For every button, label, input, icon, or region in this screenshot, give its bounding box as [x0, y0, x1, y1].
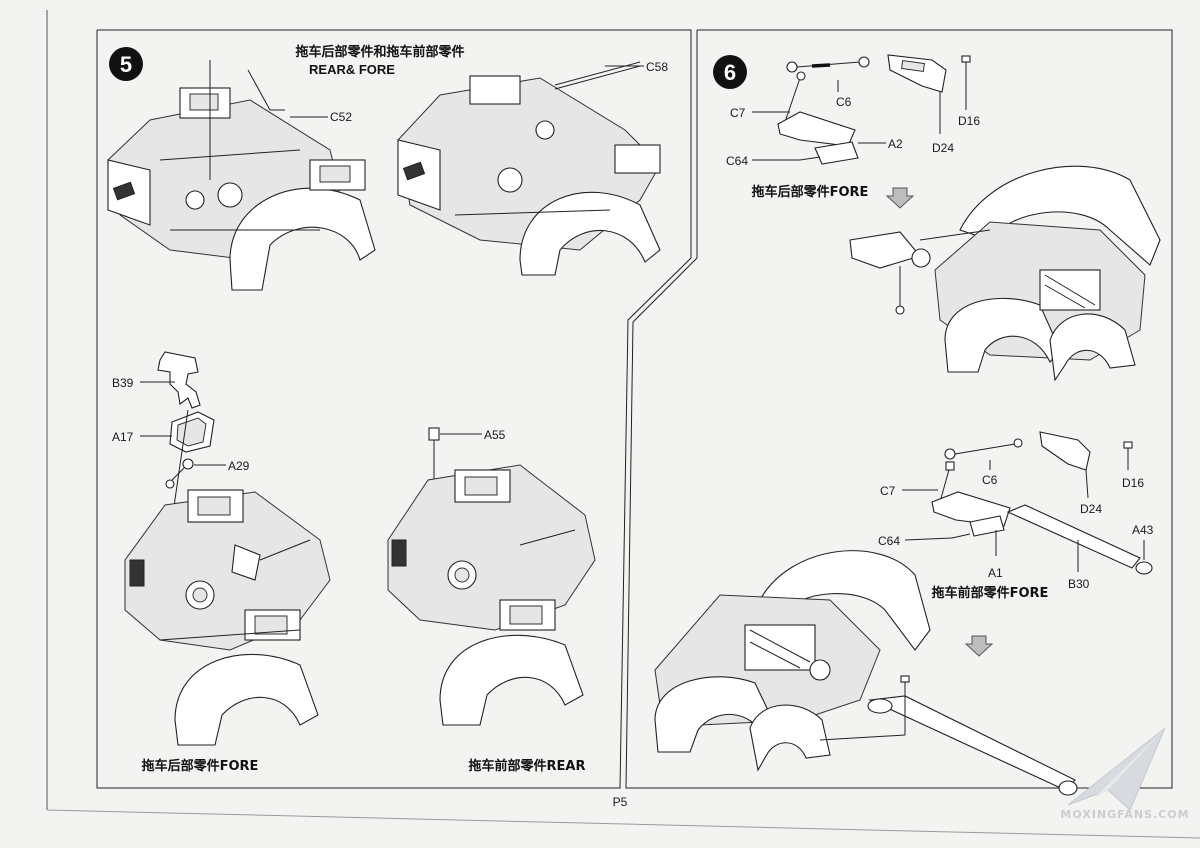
step6-panel-border	[625, 29, 1173, 789]
part-label-a1-bottom: A1	[988, 566, 1003, 580]
step6-caption-top: 拖车后部零件FORE	[752, 184, 869, 200]
part-label-d16-bottom: D16	[1122, 476, 1144, 490]
step5-title-cn: 拖车后部零件和拖车前部零件	[295, 44, 464, 60]
part-a17-drawing	[169, 411, 215, 453]
part-label-c7-bottom: C7	[880, 484, 896, 498]
watermark-logo	[1067, 727, 1166, 811]
page-bottom-edge	[46, 809, 1200, 839]
part-label-d24-bottom: D24	[1080, 502, 1102, 516]
step6-bottom-exploded-parts	[931, 431, 1153, 575]
leader-c64-bottom	[904, 537, 953, 541]
part-label-a29: A29	[228, 459, 250, 473]
step6-assembly-bottom	[654, 550, 1078, 796]
step6-number: 6	[724, 60, 736, 85]
part-label-a43-bottom: A43	[1132, 523, 1154, 537]
step5-assembly-bottom-right	[387, 464, 596, 726]
part-label-c52: C52	[330, 110, 352, 124]
step5-caption-left: 拖车后部零件FORE	[142, 758, 259, 774]
part-label-c64-top: C64	[726, 154, 748, 168]
part-label-c6-top: C6	[836, 95, 852, 109]
part-label-a17: A17	[112, 430, 134, 444]
step5-number: 5	[120, 52, 132, 77]
leader-d24-bottom	[1085, 469, 1089, 499]
step6-top-exploded-parts	[777, 54, 971, 165]
part-label-c6-bottom: C6	[982, 473, 998, 487]
part-a29-drawing	[165, 458, 194, 489]
step5-title-en: REAR& FORE	[309, 62, 395, 77]
part-label-c64-bottom: C64	[878, 534, 900, 548]
step5-badge: 5	[109, 47, 143, 81]
part-label-a55: A55	[484, 428, 506, 442]
part-label-b39: B39	[112, 376, 134, 390]
part-label-a2-top: A2	[888, 137, 903, 151]
part-label-d24-top: D24	[932, 141, 954, 155]
arrow-down-icon	[885, 187, 915, 209]
step5-caption-right: 拖车前部零件REAR	[469, 758, 586, 774]
part-label-d16-top: D16	[958, 114, 980, 128]
step5-assembly-top-left	[107, 60, 376, 291]
step5-panel-border	[96, 29, 692, 789]
step6-caption-bottom: 拖车前部零件FORE	[932, 585, 1049, 601]
arrow-down-icon-2	[964, 635, 994, 657]
step5-assembly-top-right	[397, 61, 661, 276]
part-label-b30-bottom: B30	[1068, 577, 1090, 591]
part-label-c58: C58	[646, 60, 668, 74]
part-label-c7-top: C7	[730, 106, 746, 120]
part-b39-drawing	[157, 351, 201, 409]
page-number: P5	[613, 795, 628, 809]
step5-assembly-bottom-left	[124, 409, 331, 746]
step6-badge: 6	[713, 55, 747, 89]
step6-assembly-top	[849, 165, 1161, 382]
watermark-text: MOXINGFANS.COM	[1060, 808, 1189, 821]
